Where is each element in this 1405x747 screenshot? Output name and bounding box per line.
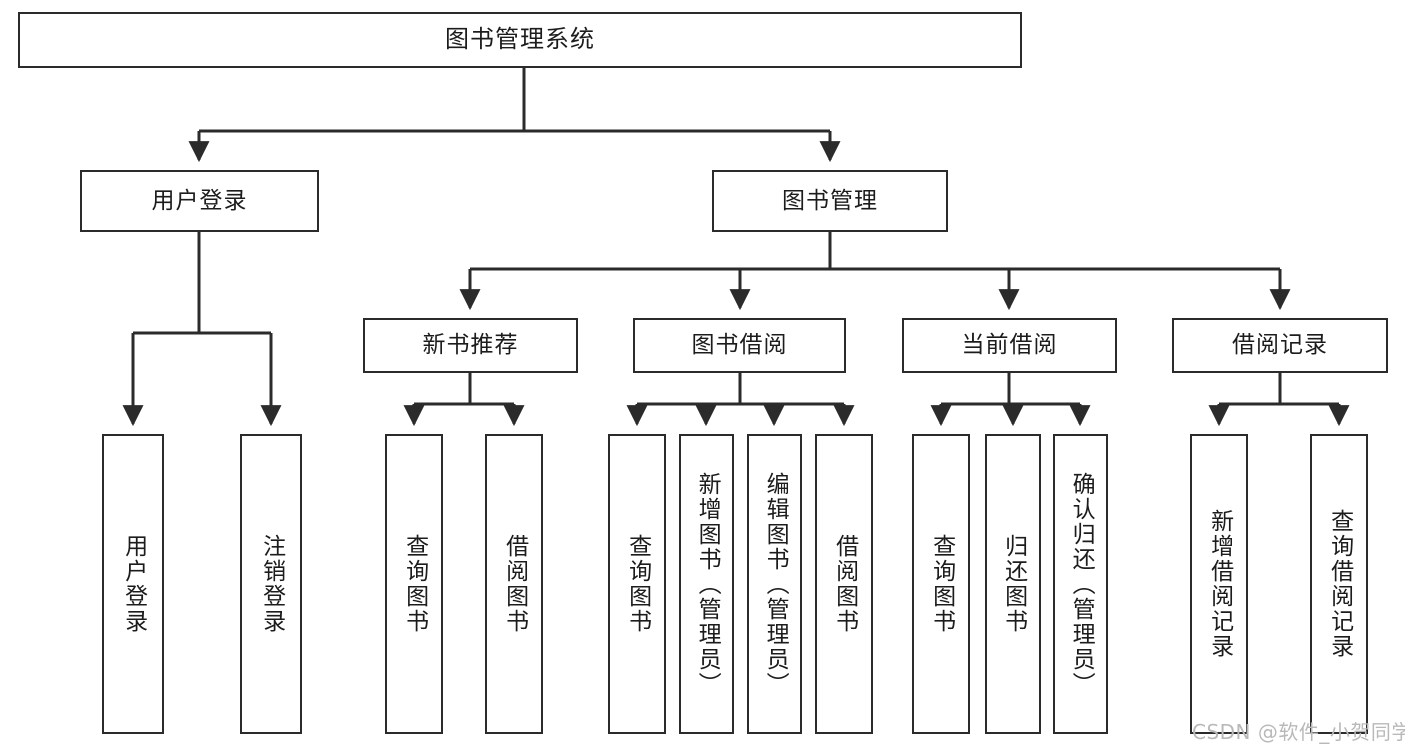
node-label: 新增图书（管理员） [694, 471, 721, 697]
node-leaf-query-book-1[interactable]: 查询图书 [385, 434, 443, 734]
node-label: 借阅记录 [1232, 332, 1328, 359]
node-book-manage[interactable]: 图书管理 [712, 170, 948, 232]
node-leaf-query-book-3[interactable]: 查询图书 [912, 434, 970, 734]
node-leaf-user-login[interactable]: 用户登录 [102, 434, 164, 734]
node-leaf-query-borrow-record[interactable]: 查询借阅记录 [1310, 434, 1368, 734]
node-label: 图书管理系统 [445, 25, 595, 54]
node-label: 图书管理 [782, 187, 878, 214]
node-label: 借阅图书 [831, 534, 858, 634]
node-book-borrow[interactable]: 图书借阅 [633, 318, 846, 373]
node-leaf-query-book-2[interactable]: 查询图书 [608, 434, 666, 734]
csdn-watermark: CSDN @软件_小贺同学 [1192, 720, 1405, 744]
node-current-borrow[interactable]: 当前借阅 [902, 318, 1117, 373]
node-label: 用户登录 [151, 187, 248, 214]
node-leaf-logout-login[interactable]: 注销登录 [240, 434, 302, 734]
node-borrow-record[interactable]: 借阅记录 [1172, 318, 1388, 373]
node-leaf-add-borrow-record[interactable]: 新增借阅记录 [1190, 434, 1248, 734]
node-leaf-add-book-admin[interactable]: 新增图书（管理员） [679, 434, 734, 734]
node-root-system[interactable]: 图书管理系统 [18, 12, 1022, 68]
node-label: 用户登录 [120, 534, 147, 634]
node-label: 注销登录 [258, 534, 285, 634]
node-label: 当前借阅 [961, 332, 1058, 359]
node-label: 图书借阅 [691, 332, 788, 359]
node-label: 新书推荐 [422, 332, 519, 359]
node-label: 编辑图书（管理员） [762, 471, 789, 697]
node-leaf-confirm-return-admin[interactable]: 确认归还（管理员） [1053, 434, 1108, 734]
node-new-book-recommend[interactable]: 新书推荐 [363, 318, 578, 373]
node-leaf-edit-book-admin[interactable]: 编辑图书（管理员） [747, 434, 802, 734]
node-label: 借阅图书 [501, 534, 528, 634]
node-user-login[interactable]: 用户登录 [80, 170, 319, 232]
node-label: 归还图书 [1000, 534, 1027, 634]
node-label: 新增借阅记录 [1206, 509, 1233, 659]
node-label: 确认归还（管理员） [1068, 471, 1095, 697]
node-leaf-return-book[interactable]: 归还图书 [985, 434, 1041, 734]
node-leaf-borrow-book-1[interactable]: 借阅图书 [485, 434, 543, 734]
node-leaf-borrow-book-2[interactable]: 借阅图书 [815, 434, 873, 734]
node-label: 查询借阅记录 [1326, 509, 1353, 659]
node-label: 查询图书 [624, 534, 651, 634]
node-label: 查询图书 [401, 534, 428, 634]
node-label: 查询图书 [928, 534, 955, 634]
